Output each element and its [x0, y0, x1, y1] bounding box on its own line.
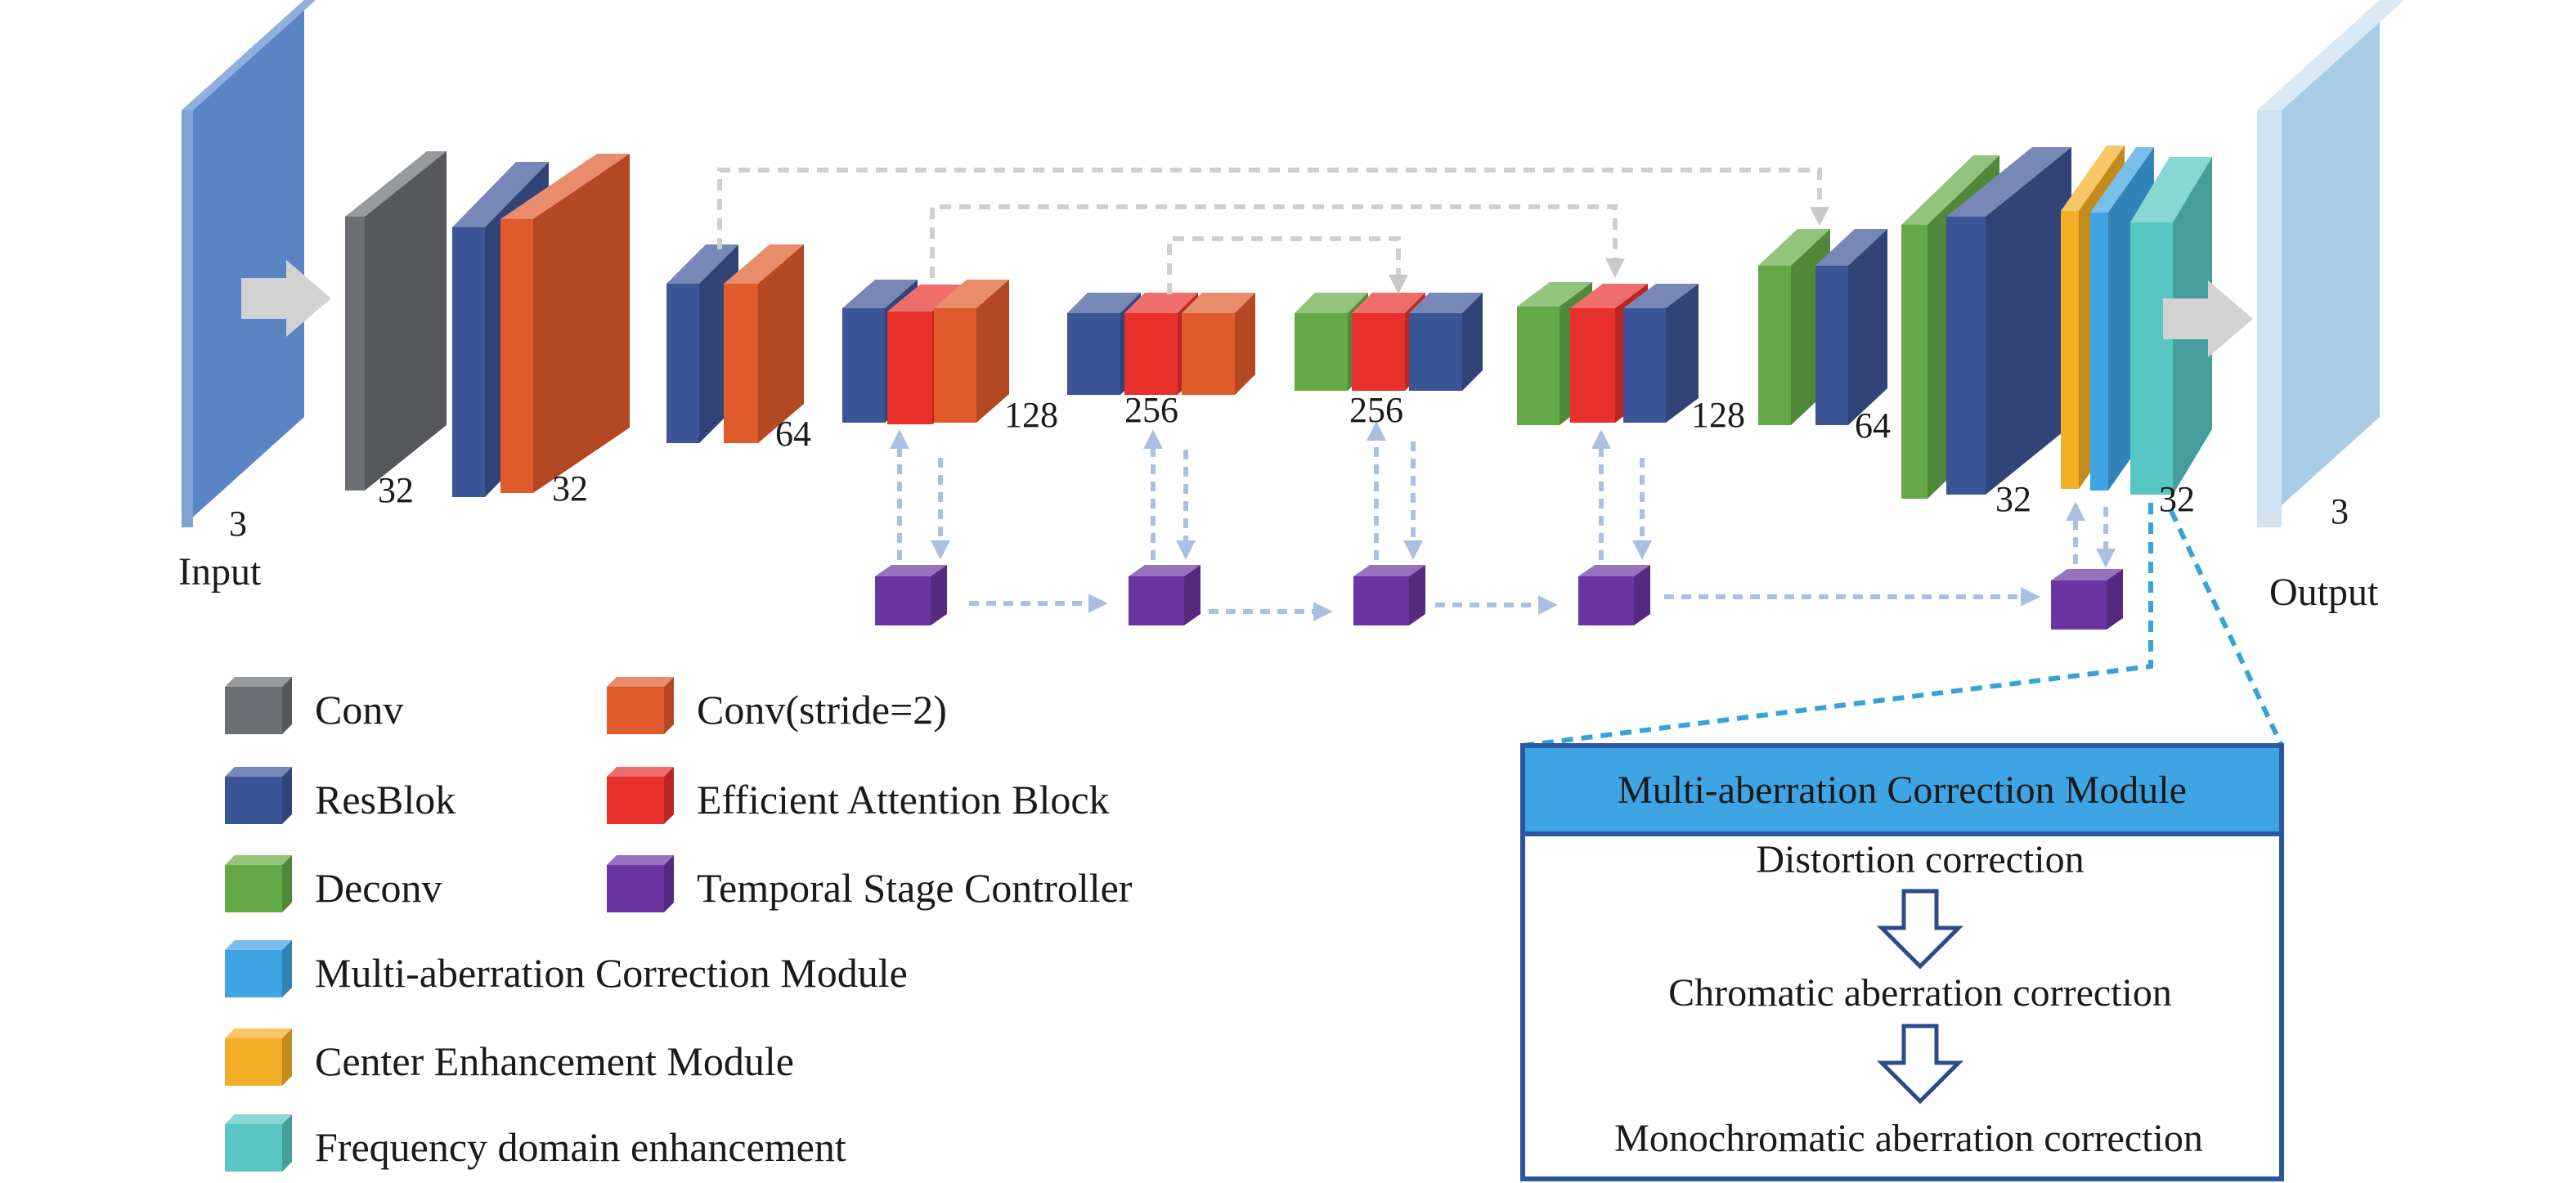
- module-detail-box: Multi-aberration Correction Module Disto…: [1520, 743, 2284, 1181]
- output-channel-label: 3: [2331, 491, 2349, 531]
- step-chromatic: Chromatic aberration correction: [1668, 971, 2172, 1015]
- output-label: Output: [2269, 571, 2379, 614]
- legend-swatch-resblok: [225, 767, 292, 824]
- skip-connection-64: [717, 168, 1829, 249]
- channel-label-128b: 128: [1691, 395, 1745, 435]
- temporal-connections: [890, 421, 2116, 621]
- conv-stride-block-1: [500, 154, 630, 493]
- legend-label-frequency-domain-enhancement: Frequency domain enhancement: [315, 1124, 846, 1170]
- channel-label-32a: 32: [378, 470, 414, 510]
- skip-connection-256: [1167, 236, 1408, 294]
- legend-swatch-efficient-attention-block: [607, 767, 674, 824]
- channel-label-32b: 32: [552, 468, 588, 509]
- resblock-2: [666, 244, 738, 443]
- channel-label-256b: 256: [1349, 390, 1403, 430]
- skip-connection-128: [930, 204, 1625, 278]
- step-arrow-1: [1876, 889, 1964, 970]
- skip-connections: [717, 168, 1829, 294]
- channel-label-32c: 32: [1995, 479, 2031, 519]
- legend-label-resblok: ResBlok: [315, 777, 456, 822]
- input-label: Input: [178, 550, 262, 594]
- temporal-controller-2: [1129, 565, 1200, 625]
- temporal-controller-1: [875, 565, 947, 625]
- conv-stride-block-3: [934, 280, 1009, 423]
- legend-label-efficient-attention-block: Efficient Attention Block: [697, 777, 1110, 822]
- resblock-6: [1623, 284, 1699, 423]
- channel-label-128a: 128: [1004, 395, 1058, 435]
- resblock-7: [1815, 229, 1887, 425]
- step-arrow-2: [1876, 1024, 1964, 1105]
- input-slab: [182, 0, 316, 527]
- legend-label-temporal-stage-controller: Temporal Stage Controller: [697, 865, 1133, 911]
- channel-label-32d: 32: [2159, 479, 2195, 519]
- step-monochromatic: Monochromatic aberration correction: [1614, 1117, 2203, 1160]
- resblock-8: [1946, 147, 2071, 495]
- flow-arrow-in: [241, 260, 331, 337]
- legend-label-deconv: Deconv: [315, 865, 442, 911]
- module-detail-header: [1520, 743, 2284, 836]
- legend-label-conv-stride-2: Conv(stride=2): [697, 687, 947, 733]
- legend-label-center-enhancement-module: Center Enhancement Module: [315, 1038, 794, 1084]
- legend-swatch-center-enhancement-module: [225, 1028, 292, 1086]
- temporal-controller-5: [2051, 569, 2123, 630]
- module-zoom-lines: [1522, 503, 2284, 748]
- legend-label-conv: Conv: [315, 687, 403, 733]
- conv-stride-block-2: [724, 244, 804, 443]
- network-blocks: [345, 146, 2212, 630]
- channel-label-64b: 64: [1855, 406, 1891, 446]
- legend: Conv Conv(stride=2) ResBlok Efficient Atten…: [225, 677, 1133, 1172]
- legend-swatch-conv-stride-2: [607, 677, 674, 734]
- channel-label-256a: 256: [1124, 390, 1178, 430]
- conv-block: [345, 151, 447, 491]
- channel-label-64a: 64: [775, 414, 811, 454]
- legend-swatch-frequency-domain-enhancement: [225, 1114, 292, 1172]
- flow-arrow-out: [2163, 280, 2253, 357]
- input-channel-label: 3: [229, 504, 247, 544]
- channel-labels: 3 32 32 64 128 256 256 128 64 32 32 3: [229, 390, 2349, 544]
- module-detail-title: Multi-aberration Correction Module: [1618, 769, 2187, 812]
- step-distortion: Distortion correction: [1756, 838, 2084, 881]
- legend-swatch-temporal-stage-controller: [607, 855, 674, 912]
- resblock-5: [1409, 293, 1483, 391]
- output-slab: [2257, 0, 2404, 527]
- legend-swatch-multi-aberration-correction-module: [225, 940, 292, 997]
- conv-stride-block-4: [1182, 293, 1255, 395]
- temporal-controller-3: [1353, 565, 1425, 625]
- temporal-controller-4: [1578, 565, 1650, 625]
- legend-label-multi-aberration-correction-module: Multi-aberration Correction Module: [315, 950, 908, 996]
- legend-swatch-conv: [225, 677, 292, 734]
- legend-swatch-deconv: [225, 855, 292, 912]
